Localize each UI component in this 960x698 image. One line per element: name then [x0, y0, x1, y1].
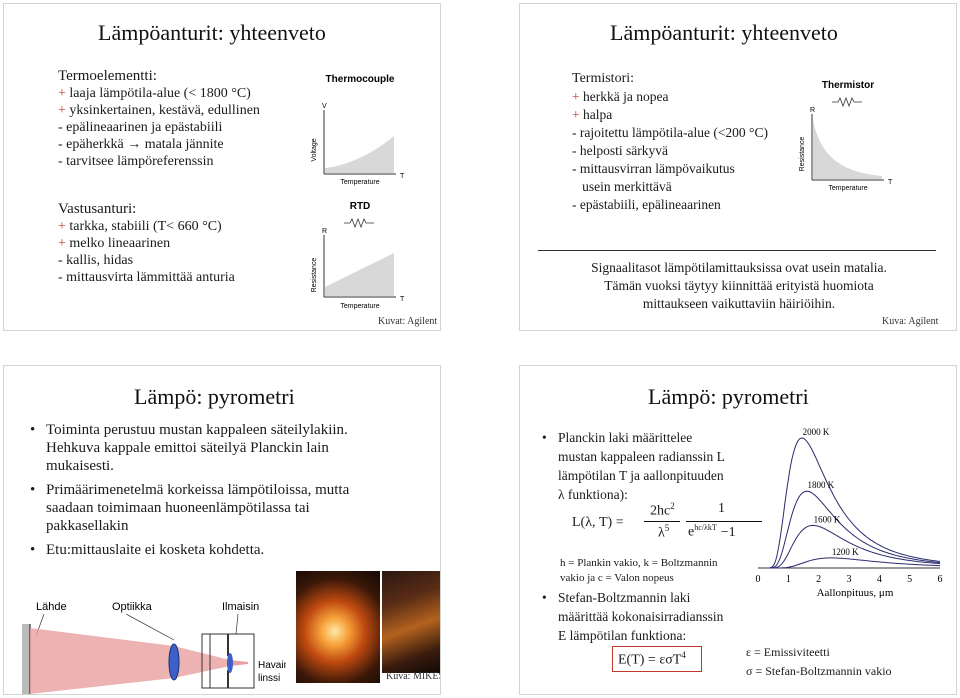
- series-label-1600: 1600 K: [814, 514, 841, 524]
- thermistor-xtick: T: [888, 179, 893, 186]
- list-item: + herkkä ja nopea: [572, 89, 669, 104]
- slide1-credit: Kuvat: Agilent: [378, 316, 438, 327]
- rtd-curve: [325, 253, 394, 296]
- list-item: + halpa: [572, 107, 613, 122]
- slide-pyrometer-1: Lämpö: pyrometri •Toiminta perustuu must…: [3, 365, 441, 695]
- slide-pyrometer-2: Lämpö: pyrometri • Planckin laki määritt…: [519, 365, 957, 695]
- list-item: + yksinkertainen, kestävä, edullinen: [58, 103, 260, 118]
- note-line: mittaukseen vaikuttaviin häiriöihin.: [642, 296, 836, 311]
- formula-den-left: λ: [658, 525, 665, 541]
- thermistor-ytick: R: [810, 107, 815, 114]
- slide4-title: Lämpö: pyrometri: [648, 384, 809, 409]
- thermocouple-heading: Termoelementti:: [58, 68, 157, 84]
- slide2-title: Lämpöanturit: yhteenveto: [610, 20, 838, 45]
- label-detector-1: Havainto-: [258, 660, 286, 671]
- rtd-heading: Vastusanturi:: [58, 201, 137, 217]
- thermocouple-curve: [325, 136, 394, 173]
- furnace-photo: [296, 571, 380, 683]
- list-item: + melko lineaarinen: [58, 236, 171, 251]
- series-line-1600: [762, 524, 941, 569]
- thermocouple-title: Thermocouple: [326, 74, 395, 85]
- series-line-2000: [762, 437, 941, 569]
- thermocouple-ytick: V: [322, 103, 327, 110]
- slide2-credit: Kuva: Agilent: [882, 316, 939, 327]
- resistor-icon: [344, 217, 374, 229]
- formula-num-left: 2hc: [650, 503, 671, 519]
- slide-sensor-summary-2: Lämpöanturit: yhteenveto Termistori: + h…: [519, 3, 957, 331]
- series-label-1800: 1800 K: [807, 480, 834, 490]
- separator-line: [538, 250, 936, 251]
- thermocouple-xlabel: Temperature: [340, 179, 379, 186]
- list-item: - tarvitsee lämpöreferenssin: [58, 154, 214, 169]
- x-tick-label: 4: [877, 574, 882, 585]
- note-line: Tämän vuoksi täytyy kiinnittää erityistä…: [604, 278, 874, 293]
- list-item: - mittausvirran lämpövaikutus: [572, 161, 735, 176]
- label-source: Lähde: [36, 601, 67, 613]
- thermistor-xlabel: Temperature: [828, 185, 867, 192]
- stefan-formula-box: [612, 646, 702, 672]
- rtd-ytick: R: [322, 228, 327, 235]
- slide1-title: Lämpöanturit: yhteenveto: [98, 20, 326, 45]
- series-line-1800: [762, 490, 941, 569]
- x-tick-label: 5: [907, 574, 912, 585]
- formula-lhs: L(λ, T) =: [572, 515, 624, 530]
- list-item: - mittausvirta lämmittää anturia: [58, 270, 235, 285]
- label-aperture: Ilmaisin: [222, 601, 259, 613]
- thermistor-ylabel: Resistance: [799, 137, 806, 172]
- series-label-1200: 1200 K: [832, 547, 859, 557]
- source-wall: [22, 624, 30, 694]
- list-item: - epästabiili, epälineaarinen: [572, 197, 721, 212]
- rtd-graph: RTD R Resistance Temperature T: [310, 197, 410, 315]
- slide3-credit: Kuva: MIKES: [386, 671, 441, 682]
- pyrometer-diagram: Lähde Optiikka Ilmaisin Havainto- linssi: [16, 588, 286, 694]
- observation-lens: [227, 653, 233, 673]
- slide3-title: Lämpö: pyrometri: [134, 384, 295, 409]
- formula-num-right: 1: [718, 501, 725, 516]
- x-tick-label: 3: [847, 574, 852, 585]
- thermocouple-ylabel: Voltage: [311, 138, 318, 161]
- label-detector-2: linssi: [258, 673, 280, 684]
- x-tick-label: 0: [756, 574, 761, 585]
- planck-chart: 2000 K 1800 K 1600 K 1200 K 0 1 2 3 4 5 6Aallonpit…: [756, 428, 943, 598]
- rtd-xlabel: Temperature: [340, 303, 379, 310]
- x-tick-label: 1: [786, 574, 791, 585]
- list-item: + tarkka, stabiili (T< 660 °C): [58, 219, 222, 234]
- signal-note: Signaalitasot lämpötilamittauksissa ovat…: [520, 259, 956, 313]
- thermistor-graph: Thermistor R Resistance Temperature T: [798, 76, 898, 196]
- rtd-xtick: T: [400, 296, 405, 303]
- resistor-icon: [832, 96, 862, 108]
- list-item: - rajoitettu lämpötila-alue (<200 °C): [572, 125, 768, 140]
- rtd-title: RTD: [350, 201, 371, 212]
- optics-lens: [168, 643, 180, 681]
- list-item: - epäherkkä → matala jännite: [58, 137, 224, 152]
- label-optics: Optiikka: [112, 601, 153, 613]
- stefan-formula: E(T) = εσT4: [618, 650, 686, 668]
- list-item: usein merkittävä: [582, 179, 672, 194]
- x-tick-label: 2: [816, 574, 821, 585]
- thermistor-heading: Termistori:: [572, 71, 635, 86]
- operator-photo: [382, 571, 440, 673]
- planck-formula: L(λ, T) = 2hc2 λ5 1 ehc/λkT−1: [572, 501, 762, 545]
- list-item: - epälineaarinen ja epästabiili: [58, 120, 223, 135]
- list-item: - helposti särkyvä: [572, 143, 668, 158]
- series-line-1200: [762, 557, 940, 569]
- list-item: + laaja lämpötila-alue (< 1800 °C): [58, 86, 251, 101]
- x-axis-label: Aallonpituus, μm: [817, 587, 894, 598]
- radiation-beam: [30, 628, 174, 694]
- list-item: - kallis, hidas: [58, 253, 134, 268]
- x-tick-label: 6: [938, 574, 943, 585]
- rtd-ylabel: Resistance: [311, 258, 318, 293]
- note-line: Signaalitasot lämpötilamittauksissa ovat…: [591, 260, 887, 275]
- thermocouple-xtick: T: [400, 173, 405, 180]
- series-label-2000: 2000 K: [803, 428, 830, 437]
- thermistor-title: Thermistor: [822, 80, 874, 91]
- thermocouple-graph: Thermocouple V Voltage Temperature T: [310, 70, 410, 190]
- slide-sensor-summary-1: Lämpöanturit: yhteenveto Termoelementti:…: [3, 3, 441, 331]
- thermistor-curve: [813, 120, 882, 179]
